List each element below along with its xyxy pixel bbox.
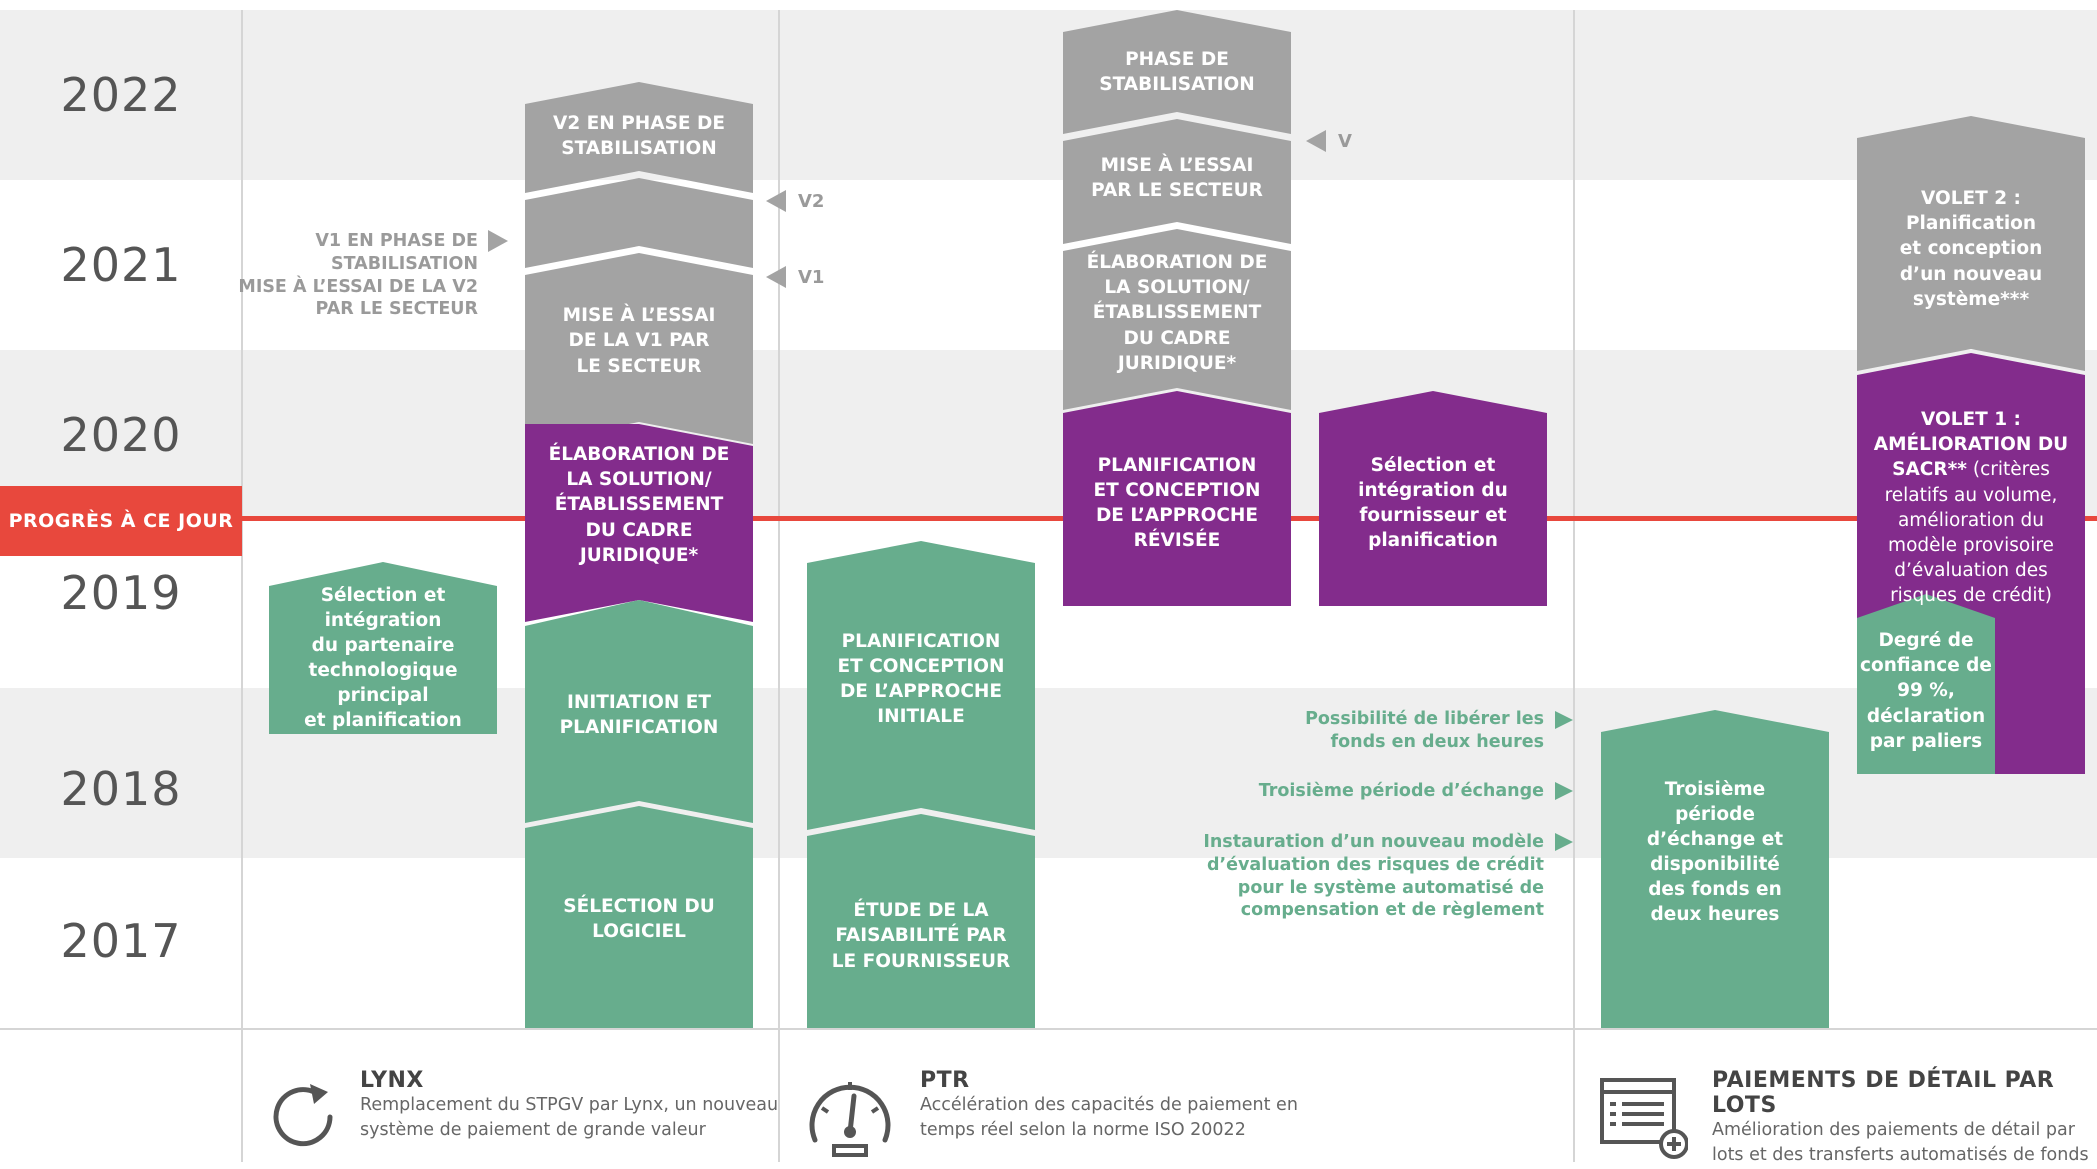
year-label: 2022 [60, 68, 182, 122]
speedometer-icon [809, 1082, 891, 1157]
lynx-initiation-shape [525, 600, 753, 823]
lynx-partner-text: Sélection et intégration du partenaire t… [304, 585, 462, 732]
pointer-right-icon [1555, 833, 1573, 851]
legend-batch-payments: PAIEMENTS DE DÉTAIL PAR LOTS Amélioratio… [1712, 1068, 2097, 1169]
legend-lynx: LYNX Remplacement du STPGV par Lynx, un … [360, 1068, 778, 1144]
lynx-initiation-text: INITIATION ET PLANIFICATION [559, 691, 719, 738]
pointer-left-icon [766, 266, 786, 288]
ptr-initial-approach-text: PLANIFICATION ET CONCEPTION DE L’APPROCH… [837, 630, 1005, 728]
lynx-software-shape [525, 806, 753, 1028]
pointer-right-icon [1555, 782, 1573, 800]
legend-description: Remplacement du STPGV par Lynx, un nouve… [360, 1095, 779, 1141]
lynx-solution-shape [525, 424, 753, 622]
marker-label-v2: V2 [798, 191, 825, 212]
rpl-third-period-shape [1601, 710, 1829, 1028]
year-label: 2017 [60, 914, 182, 968]
rpl-third-period-text: Troisième période d’échange et disponibi… [1646, 778, 1784, 926]
lynx-v1-test-shape [525, 253, 753, 444]
ptr-initial-approach-shape [807, 541, 1035, 830]
pointer-right-icon [1555, 711, 1573, 729]
rpl-volet1-text: VOLET 1 : AMÉLIORATION DU SACR** (critèr… [1857, 382, 2085, 606]
batch-document-icon [1600, 1078, 1688, 1159]
marker-label-v1: V1 [798, 267, 825, 288]
rpl-annotation-third-period: Troisième période d’échange [1258, 781, 1544, 801]
ptr-stabilization-text: PHASE DE STABILISATION [1099, 48, 1255, 95]
ptr-feasibility-shape [807, 814, 1035, 1028]
pointer-right-icon [488, 230, 508, 252]
rpl-annotation-two-hours: Possibilité de libérer les fonds en deux… [1305, 709, 1544, 752]
rpl-volet1-title: VOLET 1 : AMÉLIORATION DU SACR** [1873, 409, 2069, 481]
rpl-confidence-shape [1857, 594, 1995, 774]
footer-divider [0, 1028, 2097, 1030]
lynx-partner-shape [269, 562, 497, 734]
legend-title: PTR [920, 1068, 970, 1093]
legend-description: Accélération des capacités de paiement e… [920, 1095, 1298, 1141]
lynx-unlabeled-shape [525, 178, 753, 268]
lynx-status-annotation: V1 EN PHASE DE STABILISATION MISE À L’ES… [238, 231, 478, 320]
ptr-stabilization-shape [1063, 10, 1291, 134]
marker-label-v: V [1338, 131, 1352, 152]
ptr-revised-approach-text: PLANIFICATION ET CONCEPTION DE L’APPROCH… [1093, 454, 1261, 552]
column-divider [778, 10, 780, 1162]
rpl-confidence-text: Degré de confiance de 99 %, déclaration … [1860, 630, 1992, 752]
ptr-solution-shape [1063, 229, 1291, 410]
legend-title: LYNX [360, 1068, 424, 1093]
ptr-revised-approach-shape [1063, 391, 1291, 606]
rpl-annotation-credit-model: Instauration d’un nouveau modèle d’évalu… [1203, 832, 1544, 921]
ptr-feasibility-text: ÉTUDE DE LA FAISABILITÉ PAR LE FOURNISSE… [831, 900, 1011, 972]
refresh-icon [273, 1084, 333, 1147]
pointer-left-icon [1306, 130, 1326, 152]
column-divider [1573, 10, 1575, 1162]
year-label: 2020 [60, 408, 182, 462]
legend-ptr: PTR Accélération des capacités de paieme… [920, 1068, 1298, 1144]
ptr-solution-text: ÉLABORATION DE LA SOLUTION/ ÉTABLISSEMEN… [1086, 252, 1268, 374]
ptr-test-text: MISE À L’ESSAI PAR LE SECTEUR [1091, 154, 1263, 201]
year-label: 2021 [60, 238, 182, 292]
lynx-v2-stabilization-shape [525, 82, 753, 193]
pointer-left-icon [766, 190, 786, 212]
rpl-volet1-detail: (critères relatifs au volume, améliorati… [1884, 459, 2058, 607]
legend-title: PAIEMENTS DE DÉTAIL PAR LOTS [1712, 1068, 2055, 1118]
lynx-v1-test-text: MISE À L’ESSAI DE LA V1 PAR LE SECTEUR [562, 305, 716, 377]
ptr-vendor-selection-text: Sélection et intégration du fournisseur … [1358, 454, 1508, 552]
progress-label: PROGRÈS À CE JOUR [0, 486, 242, 556]
lynx-software-text: SÉLECTION DU LOGICIEL [563, 895, 715, 942]
band-2020 [0, 350, 2097, 520]
ptr-test-shape [1063, 119, 1291, 244]
year-label: 2019 [60, 566, 182, 620]
column-divider [241, 10, 243, 1162]
legend-description: Amélioration des paiements de détail par… [1712, 1120, 2089, 1166]
rpl-volet2-shape [1857, 116, 2085, 371]
lynx-v2-stabilization-text: V2 EN PHASE DE STABILISATION [553, 112, 725, 159]
band-2022 [0, 10, 2097, 180]
ptr-vendor-selection-shape [1319, 391, 1547, 606]
lynx-solution-text: ÉLABORATION DE LA SOLUTION/ ÉTABLISSEMEN… [548, 444, 730, 566]
rpl-volet2-text: VOLET 2 : Planification et conception d’… [1899, 188, 2043, 310]
year-label: 2018 [60, 762, 182, 816]
